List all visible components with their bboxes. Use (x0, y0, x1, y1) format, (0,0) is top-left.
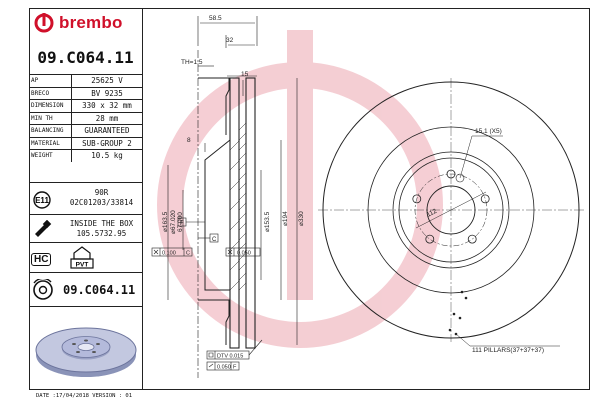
pvt-label: PVT (76, 262, 89, 269)
flatness-frame (206, 361, 240, 371)
datum-f: F (180, 221, 184, 227)
spec-value: 10.5 kg (71, 149, 142, 162)
dim-15: 15 (241, 71, 249, 78)
runout-left-frame (151, 247, 193, 257)
inside-box-line1: INSIDE THE BOX (69, 219, 134, 228)
brand-name: brembo (59, 13, 123, 32)
spec-key: MATERIAL (29, 136, 72, 150)
hub-flange (204, 138, 231, 291)
bolt-holes (412, 169, 490, 244)
dim-8: 8 (187, 137, 191, 144)
screw-icon (31, 219, 53, 243)
pillars-label: 111 PILLARS(37+37+37) (472, 347, 544, 354)
runout-symbol-icon (153, 249, 159, 255)
pvt-icon: PVT (69, 246, 95, 275)
runout-right-frame (225, 247, 261, 257)
dia-330: ⌀330 (298, 211, 305, 226)
bolt-hole (425, 234, 435, 244)
bolt-hole (467, 234, 477, 244)
bolt-hole (412, 194, 422, 204)
holes-label: 15.1 (X5) (475, 128, 502, 135)
brand-logo: brembo (33, 12, 123, 34)
brake-disc-render (35, 327, 137, 377)
flatness-ref: F (233, 365, 237, 371)
tol-left-ref: C (186, 251, 190, 257)
spec-key: BALANCING (29, 124, 72, 137)
brembo-logo-icon (34, 13, 54, 33)
spec-value: GUARANTEED (71, 124, 142, 137)
disc-small-icon (31, 277, 55, 306)
dtv-value: DTV 0.015 (217, 354, 243, 360)
spec-value: 25625 V (71, 74, 142, 87)
dia-163-5: ⌀163.5 (162, 211, 169, 232)
inside-box-row: INSIDE THE BOX 105.5732.95 (29, 214, 142, 242)
spec-key: AP (29, 74, 72, 87)
hat-outline-top (198, 77, 230, 135)
spec-value: 330 x 32 mm (71, 99, 142, 112)
spec-value: 28 mm (71, 111, 142, 125)
hc-pvt-row: HC PVT (29, 242, 142, 272)
dtv-symbol-icon (208, 352, 214, 358)
dim-32: 32 (226, 37, 234, 44)
spec-key: MIN TH (29, 111, 72, 125)
spec-key: BRECO (29, 86, 72, 100)
flatness-value: 0.050 (217, 365, 231, 371)
vane-hatching (229, 122, 247, 291)
tol-left: 0.100 (162, 251, 176, 257)
date-version: DATE :17/04/2018 VERSION : 01 (36, 393, 133, 399)
holes-leader (459, 135, 503, 179)
spec-key: DIMENSION (29, 99, 72, 112)
approval-mark: E11 (35, 196, 49, 205)
dia-194: ⌀194 (282, 211, 289, 226)
pcd-dim-line (415, 191, 487, 229)
spec-key: WEIGHT (29, 149, 72, 162)
dia-67-020: ⌀67.020 (170, 210, 177, 234)
dia-153-5: ⌀153.5 (264, 211, 271, 232)
dim-58-5: 58.5 (209, 15, 222, 22)
bolt-hole (480, 194, 490, 204)
bottom-part-row: 09.C064.11 (29, 272, 142, 306)
inner-friction-ring (229, 77, 240, 349)
pillars-leader (455, 333, 560, 347)
product-image-row (29, 306, 142, 390)
approval-line2: 02C01203/33814 (69, 198, 134, 207)
outer-friction-ring (245, 77, 256, 349)
drawing-frame (29, 8, 590, 390)
th-label: TH=1.5 (181, 59, 203, 66)
inside-box-line2: 105.5732.95 (76, 229, 127, 238)
approval-line1: 90R (94, 188, 109, 197)
part-number: 09.C064.11 (37, 48, 134, 67)
approval-row: E11 90R 02C01203/33814 (29, 182, 142, 214)
datum-c: C (212, 237, 217, 243)
tol-right: 0.050 (237, 251, 251, 257)
bottom-part-number: 09.C064.11 (63, 283, 136, 297)
pillar-marks (448, 290, 468, 336)
dia-67-000: 67.000 (177, 212, 184, 232)
hat-outline-bottom (198, 299, 230, 345)
runout-symbol-icon (227, 249, 233, 255)
hc-badge: HC (31, 253, 52, 266)
spec-value: BV 9235 (71, 86, 142, 100)
locator-hole (455, 173, 465, 183)
e11-approval-icon: E11 (31, 191, 53, 214)
pcd-label: 112 (426, 208, 439, 219)
spec-value: SUB-GROUP 2 (71, 136, 142, 150)
flatness-symbol-icon (208, 363, 214, 368)
